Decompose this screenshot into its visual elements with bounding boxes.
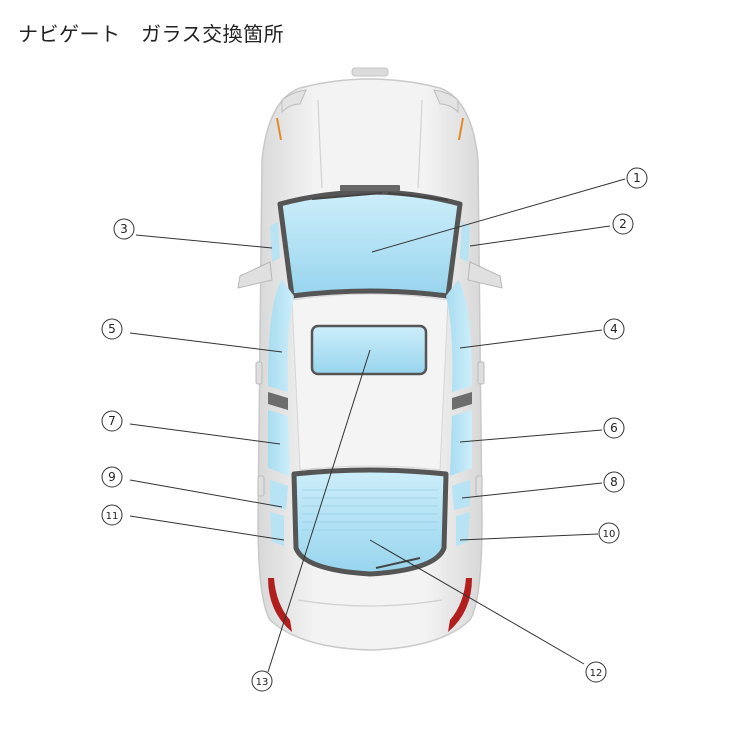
callout-3-label: 3 [120,222,128,236]
leader-line-11 [129,515,285,541]
leader-line-1 [371,178,626,253]
front-quarter-glass-left [270,222,280,262]
callout-7-label: 7 [108,414,116,428]
callout-11-label: 11 [106,511,119,522]
callout-4-label: 4 [610,322,618,336]
callout-11: 11 [101,504,123,526]
callout-7: 7 [101,410,123,432]
rear-quarter-glass-left [270,480,288,510]
taillight-left [268,578,292,632]
windshield-glass [277,189,463,299]
leader-line-12 [369,539,585,665]
callout-8-label: 8 [610,475,618,489]
leader-line-13 [267,349,371,673]
rear-door-glass-right [450,410,472,476]
callout-2: 2 [612,213,634,235]
rear-door-glass-left [268,410,290,476]
rear-quarter-glass-right [452,480,470,510]
callout-3: 3 [113,218,135,240]
callout-13: 13 [251,670,273,692]
defroster-lines [302,489,438,531]
leader-line-5 [129,332,283,353]
callout-9-label: 9 [108,470,116,484]
callout-1: 1 [626,167,648,189]
leader-line-7 [129,423,281,445]
callout-12-label: 12 [590,668,603,679]
rear-small-glass-left [270,512,284,546]
callout-6-label: 6 [610,421,618,435]
callouts: 1 2 3 4 5 6 7 8 [101,167,648,692]
front-door-glass-right [446,280,472,392]
callout-1-label: 1 [633,171,641,185]
page-title: ナビゲート ガラス交換箇所 [18,22,285,46]
leader-line-9 [129,479,283,508]
taillight-right [448,578,472,632]
callout-13-label: 13 [256,677,269,688]
callout-5: 5 [101,318,123,340]
callout-9: 9 [101,466,123,488]
sunroof-glass [310,324,428,376]
callout-5-label: 5 [108,322,116,336]
leader-line-10 [459,533,599,541]
glass-panels [268,185,472,577]
leader-line-6 [459,429,603,443]
front-door-glass-left [268,280,294,392]
leader-line-2 [469,225,611,247]
leader-line-4 [459,329,603,349]
callout-2-label: 2 [619,217,627,231]
rear-small-glass-right [456,512,470,546]
callout-10: 10 [598,522,620,544]
callout-6: 6 [603,417,625,439]
leader-line-3 [135,234,273,249]
leader-line-8 [461,482,603,499]
callout-10-label: 10 [603,529,616,540]
front-quarter-glass-right [460,222,470,262]
callout-8: 8 [603,471,625,493]
callout-4: 4 [603,318,625,340]
leader-lines [129,178,626,673]
callout-12: 12 [585,661,607,683]
